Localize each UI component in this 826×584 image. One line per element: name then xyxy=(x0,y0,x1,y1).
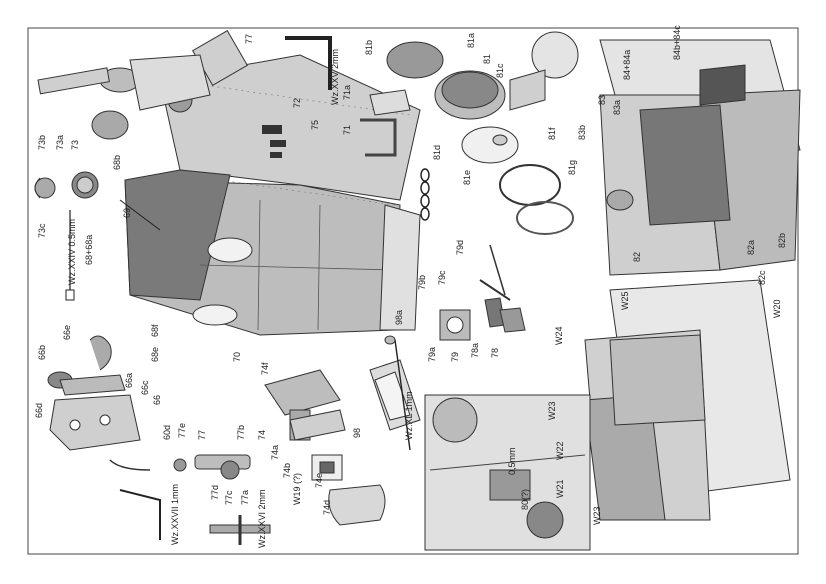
parts-66 xyxy=(47,335,141,451)
label-w20: W20 xyxy=(772,299,782,318)
part-98 xyxy=(369,335,421,451)
label-79c: 79c xyxy=(437,270,447,285)
label-81d: 81d xyxy=(432,145,442,160)
label-79a: 79a xyxy=(427,347,437,362)
label-81: 81 xyxy=(482,54,492,64)
label-w23-a: W23 xyxy=(547,401,557,420)
label-82c: 82c xyxy=(757,270,767,285)
label-69: 69 xyxy=(122,208,132,218)
wire-label-xxiv: Wz.XXIV 0.5mm xyxy=(67,219,77,285)
label-70: 70 xyxy=(232,352,242,362)
label-82a: 82a xyxy=(746,240,756,255)
label-w19: W19 (?) xyxy=(292,473,302,505)
label-83a: 83a xyxy=(612,100,622,115)
parts-74 xyxy=(264,369,386,526)
label-74b: 74b xyxy=(282,463,292,478)
label-79d: 79d xyxy=(455,240,465,255)
chain xyxy=(420,168,430,221)
wire-label-xxvi: Wz.XXVI 2mm xyxy=(257,489,267,548)
label-68f: 68f xyxy=(150,324,160,337)
label-74e: 74e xyxy=(314,473,324,488)
boiler-machinery xyxy=(37,29,249,140)
wire-label-inset: 0,5mm xyxy=(507,447,517,475)
label-w23-b: W23 xyxy=(592,506,602,525)
label-73: 73 xyxy=(70,140,80,150)
part-82 xyxy=(599,39,801,276)
label-80: 80(?) xyxy=(520,489,530,510)
label-74f: 74f xyxy=(260,362,270,375)
label-79: 79 xyxy=(450,352,460,362)
parts-77 xyxy=(109,454,271,545)
label-w24: W24 xyxy=(554,326,564,345)
label-82b: 82b xyxy=(777,233,787,248)
label-79b: 79b xyxy=(417,275,427,290)
label-73a: 73a xyxy=(55,135,65,150)
label-w22: W22 xyxy=(555,441,565,460)
label-81a: 81a xyxy=(466,33,476,48)
label-78: 78 xyxy=(490,348,500,358)
label-75: 75 xyxy=(310,120,320,130)
part-71 xyxy=(360,89,411,157)
label-83b: 83b xyxy=(577,125,587,140)
label-66a: 66a xyxy=(124,373,134,388)
label-66b: 66b xyxy=(37,345,47,360)
label-60d: 60d xyxy=(162,425,172,440)
inset-photo xyxy=(424,394,591,551)
headlight-parts xyxy=(386,31,579,235)
label-w25: W25 xyxy=(620,291,630,310)
label-layer: 77 72 75 71 71a 81b 81a 81 81c 81d 81e 8… xyxy=(34,25,787,548)
wire-label-xxvii: Wz.XXVII 1mm xyxy=(170,484,180,545)
label-81f: 81f xyxy=(547,127,557,140)
wire-label-xl: Wz.XL 1mm xyxy=(404,391,414,440)
cab-body xyxy=(124,54,421,336)
label-77c: 77c xyxy=(224,490,234,505)
label-81c: 81c xyxy=(495,63,505,78)
label-98: 98 xyxy=(352,428,362,438)
label-66: 66 xyxy=(152,395,162,405)
label-83: 83 xyxy=(597,95,607,105)
label-71: 71 xyxy=(342,125,352,135)
part-w-box xyxy=(584,279,791,521)
label-66c: 66c xyxy=(140,380,150,395)
label-77e: 77e xyxy=(177,423,187,438)
label-71a: 71a xyxy=(342,85,352,100)
label-81g: 81g xyxy=(567,160,577,175)
label-77d: 77d xyxy=(210,485,220,500)
label-73b: 73b xyxy=(37,135,47,150)
label-66e: 66e xyxy=(62,325,72,340)
parts-73 xyxy=(34,171,99,199)
label-77a: 77a xyxy=(240,490,250,505)
label-98a: 98a xyxy=(394,310,404,325)
label-74: 74 xyxy=(257,430,267,440)
label-72: 72 xyxy=(292,98,302,108)
label-77-b: 77 xyxy=(197,430,207,440)
label-81e: 81e xyxy=(462,170,472,185)
label-68b: 68b xyxy=(112,155,122,170)
label-68-68a: 68+68a xyxy=(84,235,94,265)
label-w21: W21 xyxy=(555,479,565,498)
label-74a: 74a xyxy=(270,445,280,460)
label-77b: 77b xyxy=(236,425,246,440)
label-82: 82 xyxy=(632,252,642,262)
wire-xxiv xyxy=(65,199,161,301)
label-81b: 81b xyxy=(364,40,374,55)
label-84-84a: 84+84a xyxy=(622,50,632,80)
label-78a: 78a xyxy=(470,343,480,358)
label-66d: 66d xyxy=(34,403,44,418)
label-77: 77 xyxy=(244,34,254,44)
label-74d: 74d xyxy=(322,500,332,515)
label-68e: 68e xyxy=(150,347,160,362)
wire-xxv xyxy=(285,36,332,90)
wire-label-xxv: Wz.XXV 2mm xyxy=(330,49,340,105)
parts-79 xyxy=(439,244,526,341)
label-84b-84c: 84b+84c xyxy=(672,25,682,60)
label-73c: 73c xyxy=(37,223,47,238)
